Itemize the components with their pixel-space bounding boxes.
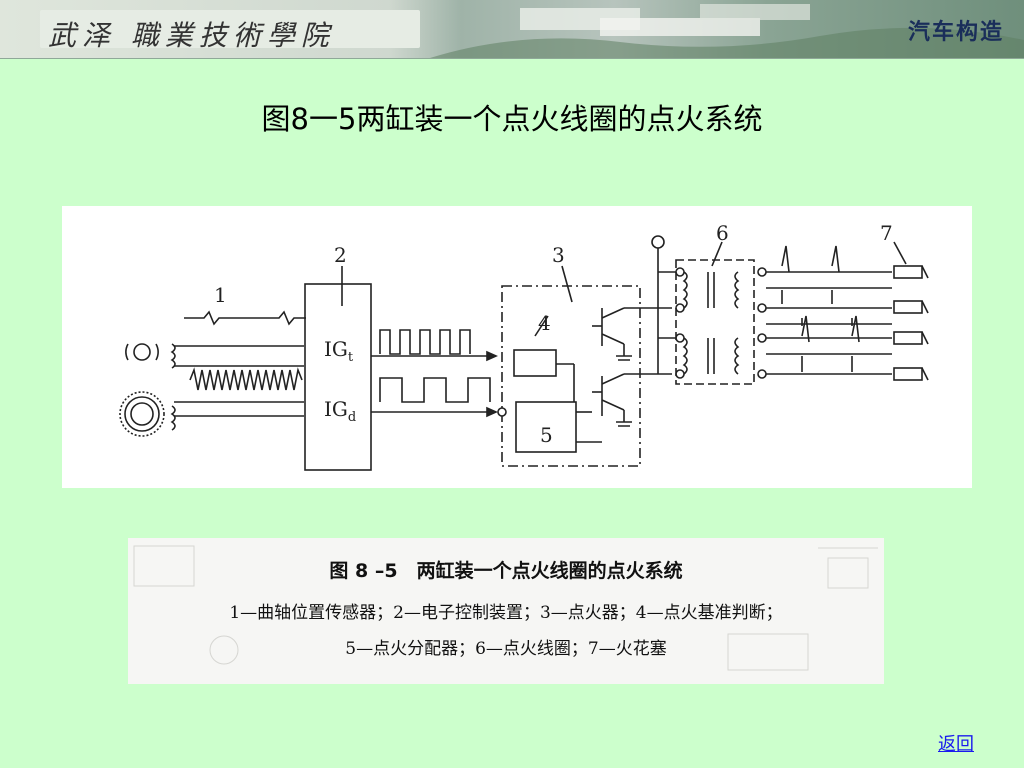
college-logo: 武泽 職業技術學院 [40,10,420,52]
ecu-box [304,266,498,471]
label-2: 2 [334,243,347,267]
caption-background-sketch [133,545,878,671]
label-ig-t: IGt [324,337,354,365]
igniter-module [497,265,672,467]
label-5: 5 [540,423,553,447]
figure-caption: 图 8 –5 两缸装一个点火线圈的点火系统 1—曲轴位置传感器；2—电子控制装置… [128,538,884,684]
campus-photo [430,4,1024,58]
college-name: 武泽 職業技術學院 [48,19,335,52]
label-4: 4 [538,311,551,335]
label-6: 6 [716,221,729,245]
ignition-circuit-diagram: 1 2 3 4 5 6 7 IGt IGd [62,206,972,488]
label-7: 7 [880,221,893,245]
label-ig-d: IGd [324,397,356,425]
page-title: 图8一5两缸装一个点火线圈的点火系统 [261,102,763,136]
crankshaft-position-sensor [119,310,306,437]
caption-title: 图 8 –5 两缸装一个点火线圈的点火系统 [329,560,683,582]
spark-plug-wires [766,245,892,375]
label-1: 1 [214,283,227,307]
spark-plugs [893,241,929,381]
label-3: 3 [552,243,565,267]
return-link[interactable]: 返回 [938,734,974,755]
caption-legend-line-2: 5—点火分配器；6—点火线圈；7—火花塞 [345,639,667,659]
ignition-coils [651,235,767,385]
caption-legend-line-1: 1—曲轴位置传感器；2—电子控制装置；3—点火器；4—点火基准判断； [229,603,783,623]
header-banner: 武泽 職業技術學院 汽车构造 [0,0,1024,59]
course-title: 汽车构造 [907,20,1004,45]
